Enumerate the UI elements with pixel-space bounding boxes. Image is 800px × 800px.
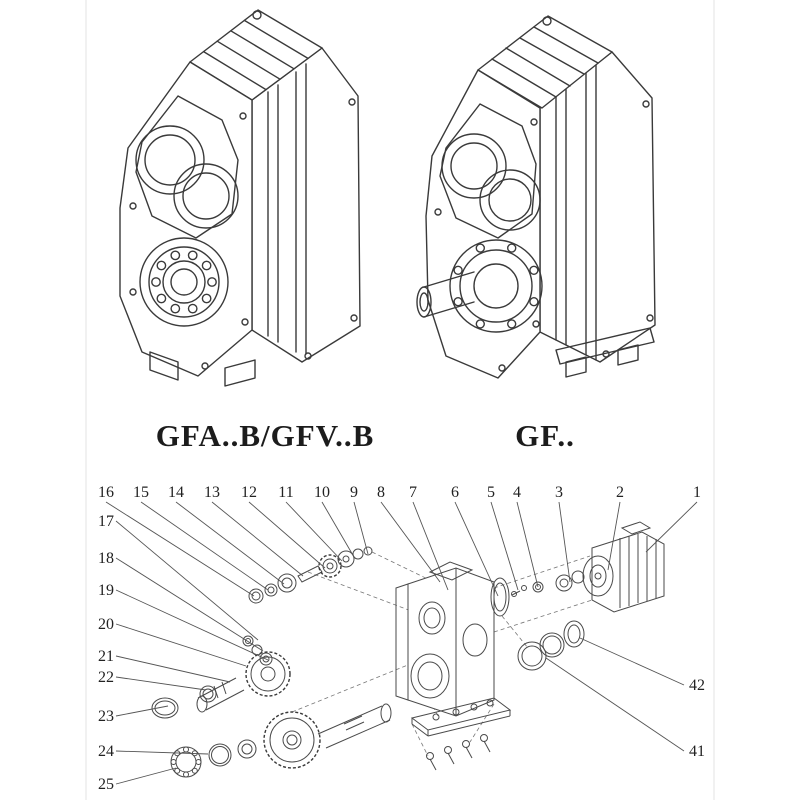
exploded-housing [395, 561, 495, 717]
bearing-balls [151, 250, 217, 314]
intermediate-gear-parts [151, 635, 291, 719]
part-label-7: 7 [409, 484, 417, 501]
part-labels-left: 17 18 19 20 21 22 23 24 25 [98, 513, 114, 793]
part-label-14: 14 [168, 484, 184, 501]
part-label-22: 22 [98, 669, 114, 686]
part-label-5: 5 [487, 484, 495, 501]
part-label-6: 6 [451, 484, 459, 501]
retaining-rings [517, 620, 585, 671]
page-edge-lines [85, 0, 715, 800]
gasket-and-fasteners [490, 570, 585, 617]
gearbox-drawing-gf [416, 15, 656, 379]
part-label-19: 19 [98, 582, 114, 599]
part-label-25: 25 [98, 776, 114, 793]
part-labels-top: 16 15 14 13 12 11 10 9 8 7 6 5 4 3 2 1 [98, 484, 701, 501]
part-label-17: 17 [98, 513, 114, 530]
part-label-41: 41 [689, 743, 705, 760]
part-label-42: 42 [689, 677, 705, 694]
part-label-1: 1 [693, 484, 701, 501]
part-label-4: 4 [513, 484, 521, 501]
part-label-23: 23 [98, 708, 114, 725]
part-label-13: 13 [204, 484, 220, 501]
part-label-20: 20 [98, 616, 114, 633]
part-label-3: 3 [555, 484, 563, 501]
caption-right-model: GF.. [515, 418, 575, 453]
flange-bolt-holes [453, 243, 539, 329]
part-label-8: 8 [377, 484, 385, 501]
part-label-16: 16 [98, 484, 114, 501]
part-label-18: 18 [98, 550, 114, 567]
part-label-12: 12 [241, 484, 257, 501]
caption-left-model: GFA..B/GFV..B [156, 418, 375, 453]
exploded-motor [582, 521, 665, 613]
gearbox-drawing-gfab [119, 9, 361, 387]
cover-plate-and-bolts [410, 697, 512, 771]
part-labels-right: 42 41 [689, 677, 705, 760]
part-label-2: 2 [616, 484, 624, 501]
part-label-9: 9 [350, 484, 358, 501]
part-label-21: 21 [98, 648, 114, 665]
part-label-15: 15 [133, 484, 149, 501]
exploded-view: 16 15 14 13 12 11 10 9 8 7 6 5 4 3 2 1 1… [98, 484, 705, 793]
part-label-11: 11 [278, 484, 293, 501]
part-label-10: 10 [314, 484, 330, 501]
leader-lines [105, 501, 698, 785]
input-shaft-parts [248, 546, 373, 604]
output-shaft-parts [170, 703, 392, 778]
part-label-24: 24 [98, 743, 114, 760]
